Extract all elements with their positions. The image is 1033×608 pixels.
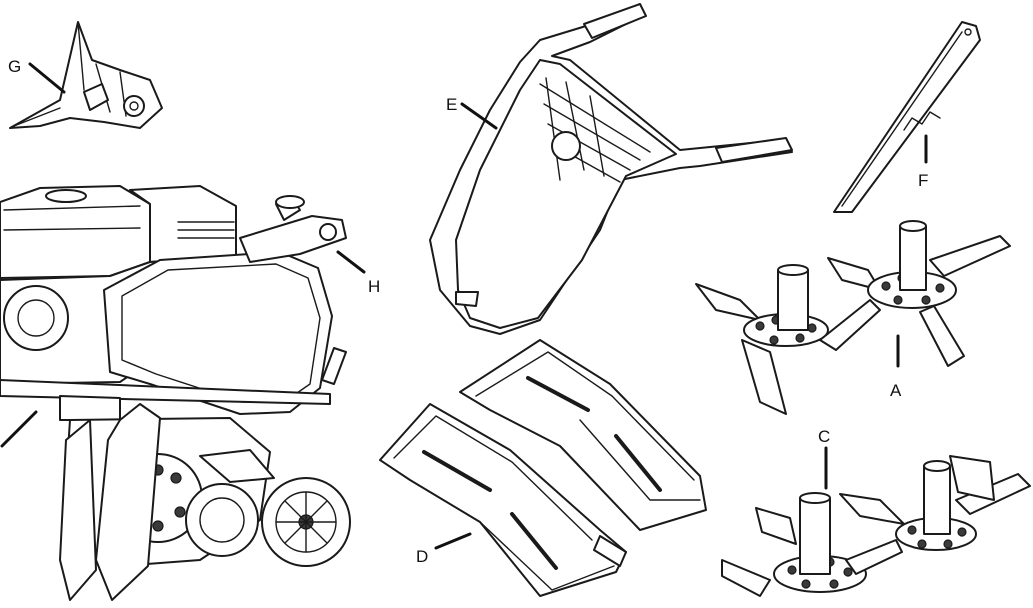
part-e-handlebar xyxy=(429,3,793,335)
leader-frame xyxy=(0,410,38,448)
callout-e: E xyxy=(446,95,457,114)
part-a-tines xyxy=(695,220,1011,415)
tiller-assembly xyxy=(0,185,351,601)
callout-h: H xyxy=(368,277,380,296)
callout-d: D xyxy=(416,547,428,566)
callout-c: C xyxy=(818,427,830,446)
part-c-tines xyxy=(721,455,1031,597)
part-g-handle-bracket xyxy=(9,21,163,129)
leader-e xyxy=(460,102,498,130)
leader-g xyxy=(28,62,66,94)
leader-d xyxy=(434,532,472,550)
callout-a: A xyxy=(890,381,902,400)
callout-g: G xyxy=(8,57,21,76)
callout-f: F xyxy=(918,171,928,190)
part-f-depth-bar xyxy=(833,21,981,213)
leader-h xyxy=(336,250,366,274)
part-d-shields xyxy=(379,339,707,597)
